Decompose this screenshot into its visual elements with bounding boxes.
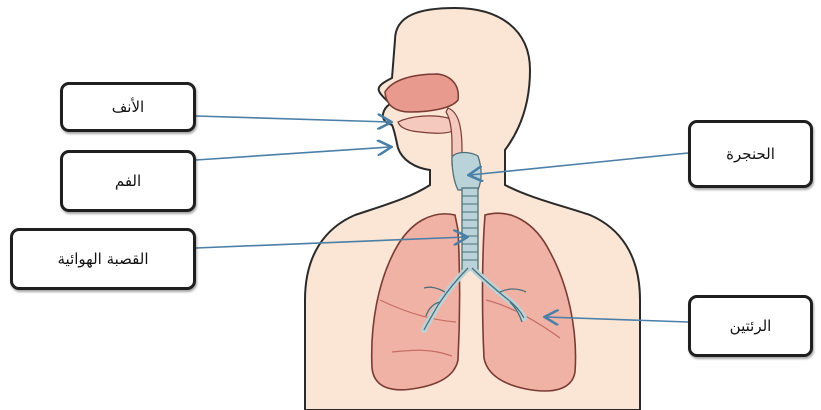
label-lungs: الرئتين (688, 295, 813, 357)
label-trachea: القصبة الهوائية (10, 228, 196, 290)
larynx (452, 153, 481, 190)
label-larynx: الحنجرة (688, 120, 813, 188)
arrow-nose (196, 116, 390, 122)
arrow-mouth (196, 147, 390, 160)
trachea (462, 188, 478, 270)
label-mouth: الفم (60, 150, 196, 212)
label-nose: الأنف (60, 82, 196, 132)
